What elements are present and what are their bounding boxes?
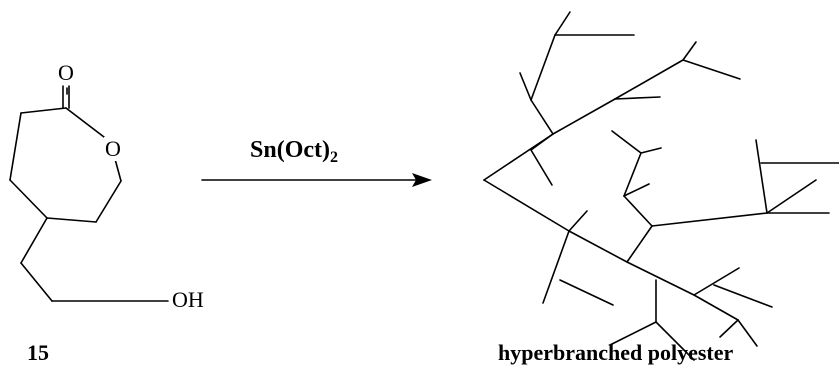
carbonyl-oxygen-label: O (57, 60, 75, 85)
product-label: hyperbranched polyester (498, 340, 734, 365)
ring-oxygen-label: O (104, 136, 122, 161)
compound-number: 15 (27, 340, 49, 365)
hydroxyethyl-chain (20, 217, 169, 302)
lactone-ring (9, 85, 122, 223)
catalyst-label: Sn(Oct)2 (250, 137, 338, 167)
arrow-head (412, 173, 432, 187)
catalyst-subscript: 2 (330, 149, 338, 166)
hyperbranched-tree (483, 11, 839, 361)
catalyst-base: Sn(Oct) (250, 137, 330, 163)
hydroxyl-label: OH (171, 287, 205, 312)
